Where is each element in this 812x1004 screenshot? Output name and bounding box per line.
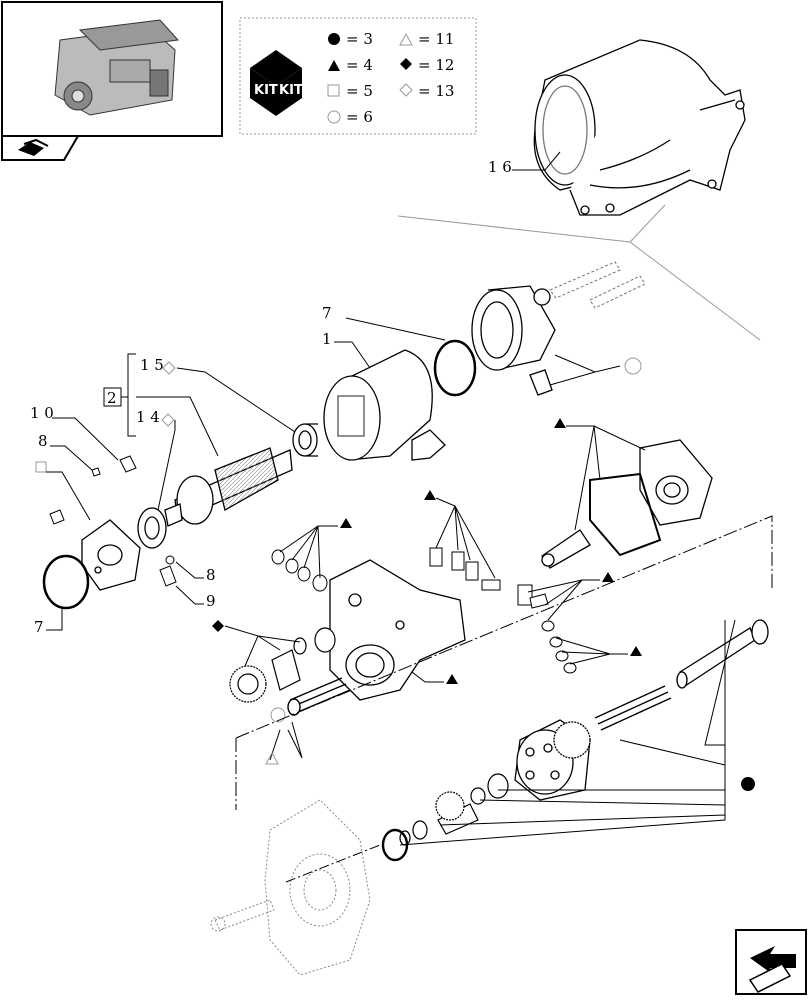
kit-4-marker-icon [554,418,566,428]
leader-7-top [345,317,446,341]
leader-1 [334,341,371,369]
legend-triangle-outline-icon [399,32,413,46]
callout-14: 1 4 [136,408,160,426]
leader-end-cap [549,354,621,386]
leader-kit-11 [269,721,303,761]
leader-10 [52,417,119,461]
seal-ring-left [42,554,90,610]
engine-thumbnail-icon [54,19,180,116]
overrunning-clutch [514,719,591,801]
engine-thumbnail[interactable] [1,1,223,161]
flywheel-housing-ghost [210,799,371,976]
legend-value: = 3 [346,30,373,48]
callout-7-top: 7 [322,304,332,322]
next-page-button[interactable] [735,929,807,995]
kit-legend: KIT KIT = 3 = 4 = 5 = 6 = 11 = 12 = 13 [239,17,477,135]
legend-circle-outline-icon [327,110,341,124]
callout-2: 2 [107,389,117,407]
leader-15 [176,367,296,433]
callout-10: 1 0 [30,404,54,422]
leader-9 [175,585,204,605]
legend-value: = 11 [418,30,454,48]
kit-13-marker-icon [162,361,176,375]
leader-14 [157,420,176,511]
brush-part [49,455,177,587]
leader-kit-5 [46,471,91,521]
drive-gear-left [229,627,336,703]
kit-4-marker-icon [446,674,458,684]
callout-15: 1 5 [140,356,164,374]
bearing-top [292,423,318,457]
callout-7-left: 7 [34,618,44,636]
leader-kit-4-washers [527,579,600,621]
legend-value: = 5 [346,82,373,100]
legend-triangle-filled-icon [328,60,340,71]
guide-line [629,204,666,243]
drive-section-boundary [235,515,773,810]
washer-stack [529,593,577,674]
leader-7-left [46,608,63,631]
legend-diamond-outline-icon [399,83,413,97]
gasket-cover [541,439,713,569]
leader-kit-4-cover [566,425,646,531]
drive-shaft [676,619,769,689]
brush-plate [81,519,141,591]
kit-4-marker-icon [602,572,614,582]
legend-value: = 6 [346,108,373,126]
book-icon [18,138,49,156]
callout-8-left: 8 [38,432,48,450]
kit-4-marker-icon [630,646,642,656]
kit-box-icon: KIT KIT [250,50,303,116]
callout-8-right: 8 [206,566,216,584]
starter-motor-assembly [533,39,746,216]
legend-circle-filled-icon [328,33,340,45]
legend-value: = 13 [418,82,454,100]
lever-parts [429,547,533,606]
kit-6-marker-icon [624,357,642,375]
spring-left [287,677,351,716]
leader-kit-12 [224,625,301,667]
end-cap [471,285,556,396]
leader-kit-3 [399,619,736,846]
through-bolts [549,261,646,309]
group-bracket [127,353,136,437]
kit-6-marker-icon [270,707,286,723]
seal-ring-top [433,339,477,397]
kit-4-marker-icon [424,490,436,500]
leader-kit-4-rollers [279,525,338,579]
leader-16 [512,151,561,171]
bearing-lower [137,507,167,549]
legend-diamond-filled-icon [400,58,412,70]
callout-9: 9 [206,592,216,610]
next-page-arrow-icon [748,946,796,993]
kit-5-marker-icon [35,461,47,473]
kit-label-left: KIT [254,83,278,98]
leader-2 [136,396,219,457]
kit-13-marker-icon [161,413,175,427]
legend-value: = 12 [418,56,454,74]
callout-16: 1 6 [488,158,512,176]
callout-1: 1 [322,330,332,348]
field-housing [323,349,446,461]
leader-8-right [175,561,204,579]
kit-3-marker-icon [741,777,755,791]
leader-8-left [50,445,93,471]
leader-kit-4-housing [411,671,444,683]
pinion-set [381,773,509,862]
kit-label-right: KIT [279,83,303,98]
leader-kit-4-lever [435,497,496,579]
kit-4-marker-icon [340,518,352,528]
spring-right [594,685,672,731]
legend-square-outline-icon [327,84,340,97]
roller-set [271,549,328,592]
legend-value: = 4 [346,56,373,74]
leader-kit-4-pins [555,637,628,665]
gear-housing [329,559,466,701]
kit-12-marker-icon [212,620,224,632]
guide-line [285,844,381,883]
kit-11-marker-icon [265,751,279,765]
armature [164,447,293,527]
